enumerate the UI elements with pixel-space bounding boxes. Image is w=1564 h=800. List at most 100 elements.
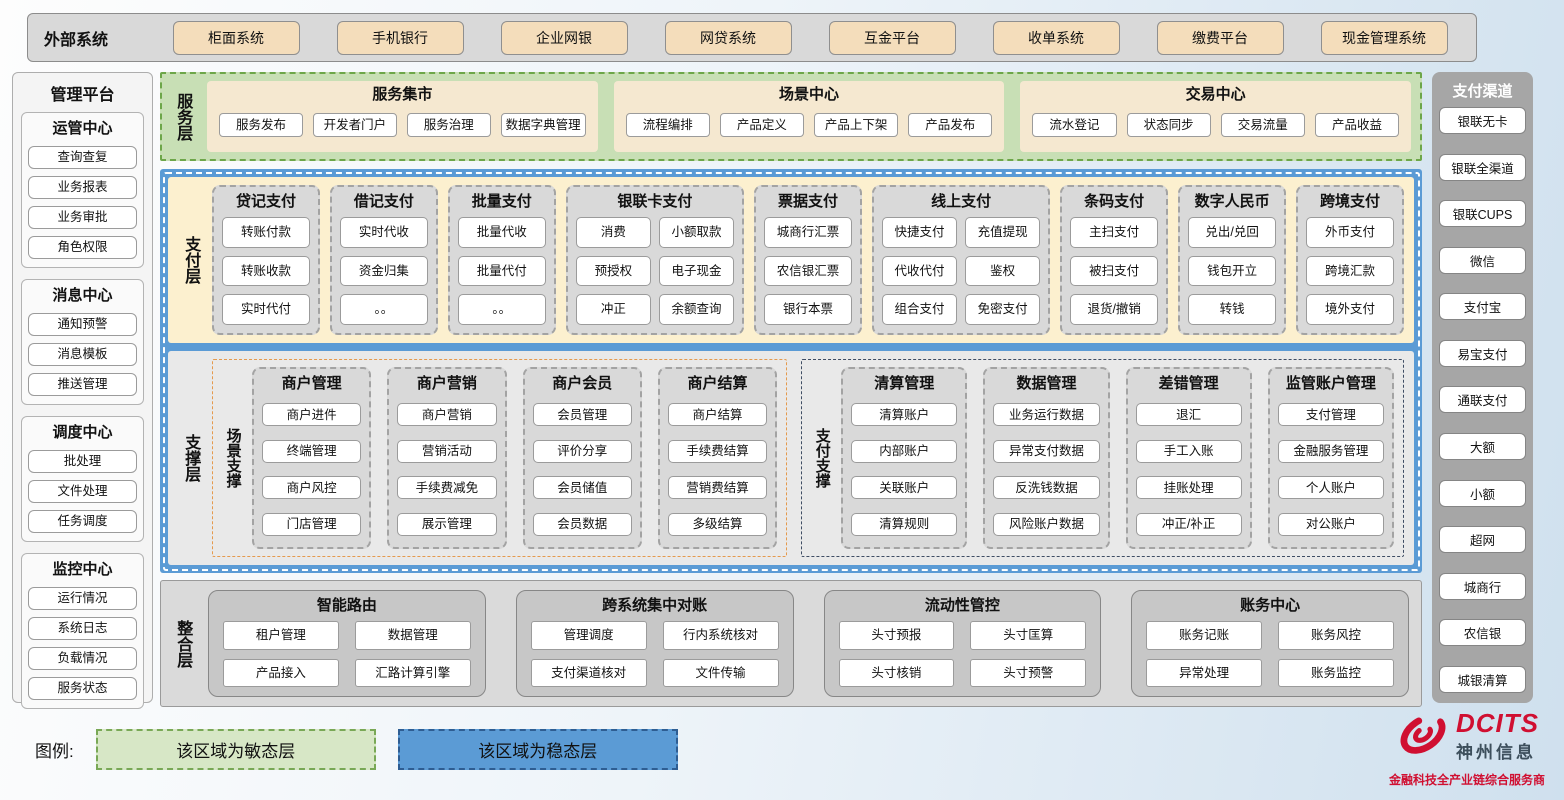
support-module-node: 支付管理 — [1277, 403, 1384, 427]
management-platform-title: 管理平台 — [50, 87, 115, 104]
management-module-node: 服务状态 — [28, 677, 137, 700]
integration-group-items: 账务记账账务风控异常处理账务监控 — [1146, 621, 1394, 687]
integration-module-node: 账务风控 — [1278, 621, 1394, 650]
support-module-node: 商户结算 — [667, 403, 768, 427]
payment-module-node: 主扫支付 — [1070, 217, 1159, 248]
support-group-items: 商户营销营销活动手续费减免展示管理 — [397, 400, 497, 539]
support-module-node: 异常支付数据 — [993, 439, 1100, 463]
management-section: 调度中心 批处理文件处理任务调度 — [21, 416, 144, 542]
payment-module-node: 转账收款 — [222, 255, 310, 287]
service-module-node: 产品收益 — [1314, 113, 1400, 137]
external-system-node: 手机银行 — [336, 20, 464, 55]
payment-module-node: 被扫支付 — [1070, 255, 1159, 287]
integration-group: 账务中心 账务记账账务风控异常处理账务监控 — [1131, 590, 1409, 697]
legend-stable-chip: 该区域为稳态层 — [397, 729, 678, 770]
support-module-node: 门店管理 — [262, 512, 362, 536]
external-system-node: 收单系统 — [992, 20, 1120, 55]
service-module-node: 状态同步 — [1126, 113, 1211, 137]
support-module-node: 退汇 — [1135, 403, 1242, 427]
integration-module-node: 管理调度 — [530, 621, 647, 650]
management-module-node: 业务报表 — [28, 176, 137, 199]
payment-group-items: 快捷支付充值提现代收代付鉴权组合支付免密支付 — [881, 217, 1041, 325]
payment-group-items: 外币支付跨境汇款境外支付 — [1306, 217, 1394, 325]
integration-group-title: 智能路由 — [316, 597, 377, 614]
legend: 图例: 该区域为敏态层 该区域为稳态层 — [35, 729, 678, 770]
payment-layer: 支付层 贷记支付 转账付款转账收款实时代付 借记支付 实时代收资金归集。。 批量… — [168, 177, 1414, 343]
payment-group-title: 银联卡支付 — [617, 193, 693, 210]
external-system-node: 柜面系统 — [172, 20, 300, 55]
management-platform-panel: 管理平台 运管中心 查询查复业务报表业务审批角色权限 消息中心 通知预警消息模板… — [12, 72, 153, 709]
support-module-node: 对公账户 — [1277, 512, 1384, 536]
payment-group-title: 跨境支付 — [1320, 193, 1381, 210]
service-group-title: 交易中心 — [1185, 86, 1246, 103]
management-section: 监控中心 运行情况系统日志负载情况服务状态 — [21, 553, 144, 709]
support-module-node: 手续费减免 — [397, 476, 497, 500]
payment-group-title: 借记支付 — [353, 193, 414, 210]
payment-module-node: 鉴权 — [965, 255, 1041, 287]
stable-layer-box: 支付层 贷记支付 转账付款转账收款实时代付 借记支付 实时代收资金归集。。 批量… — [160, 169, 1422, 573]
support-group-title: 差错管理 — [1158, 375, 1219, 392]
support-group-items: 商户进件终端管理商户风控门店管理 — [262, 400, 362, 539]
payment-module-node: 。。 — [457, 294, 546, 325]
service-module-node: 开发者门户 — [312, 113, 397, 137]
support-section-label: 支付支撑 — [813, 428, 831, 488]
payment-group-title: 批量支付 — [471, 193, 532, 210]
payment-module-node: 冲正 — [575, 294, 651, 325]
payment-module-node: 外币支付 — [1306, 217, 1394, 248]
payment-module-node: 批量代收 — [457, 217, 546, 248]
support-group-items: 清算账户内部账户关联账户清算规则 — [851, 400, 958, 539]
integration-group: 流动性管控 头寸预报头寸匡算头寸核销头寸预警 — [823, 590, 1102, 697]
payment-channel-node: 支付宝 — [1439, 293, 1526, 321]
payment-channel-node: 超网 — [1439, 526, 1526, 554]
integration-group-items: 头寸预报头寸匡算头寸核销头寸预警 — [838, 621, 1087, 687]
integration-module-node: 数据管理 — [354, 621, 471, 650]
payment-group-items: 实时代收资金归集。。 — [339, 217, 428, 325]
support-module-node: 终端管理 — [262, 439, 362, 463]
integration-module-node: 汇路计算引擎 — [354, 658, 471, 687]
management-section-title: 消息中心 — [52, 287, 113, 304]
support-group: 监管账户管理 支付管理金融服务管理个人账户对公账户 — [1267, 367, 1394, 549]
support-group-items: 会员管理评价分享会员储值会员数据 — [532, 400, 632, 539]
payment-group-items: 城商行汇票农信银汇票银行本票 — [764, 217, 852, 325]
support-group-title: 数据管理 — [1016, 375, 1077, 392]
support-group-title: 商户营销 — [416, 375, 477, 392]
support-module-node: 内部账户 — [851, 439, 958, 463]
support-module-node: 个人账户 — [1277, 476, 1384, 500]
service-module-node: 流程编排 — [625, 113, 710, 137]
support-section-groups: 商户管理 商户进件终端管理商户风控门店管理 商户营销 商户营销营销活动手续费减免… — [252, 367, 778, 549]
service-group-items: 服务发布开发者门户服务治理数据字典管理 — [219, 104, 586, 146]
support-module-node: 商户进件 — [262, 403, 362, 427]
payment-channels-title: 支付渠道 — [1452, 83, 1513, 100]
management-section-items: 批处理文件处理任务调度 — [28, 450, 137, 533]
support-group: 差错管理 退汇手工入账挂账处理冲正/补正 — [1125, 367, 1252, 549]
support-group-title: 商户管理 — [281, 375, 342, 392]
main-diagram-area: 服务层 服务集市 服务发布开发者门户服务治理数据字典管理 场景中心 流程编排产品… — [160, 72, 1422, 707]
integration-group: 跨系统集中对账 管理调度行内系统核对支付渠道核对文件传输 — [515, 590, 794, 697]
payment-layer-label: 支付层 — [182, 236, 200, 284]
dcits-tagline: 金融科技全产业链综合服务商 — [1388, 773, 1545, 787]
support-layer: 支撑层 场景支撑 商户管理 商户进件终端管理商户风控门店管理 商户营销 — [168, 351, 1414, 565]
payment-channel-node: 农信银 — [1439, 619, 1526, 647]
dcits-brand-name: DCITS — [1456, 708, 1539, 738]
payment-channel-node: 城银清算 — [1439, 665, 1526, 693]
payment-module-node: 实时代付 — [222, 294, 310, 325]
payment-module-node: 消费 — [575, 217, 651, 248]
external-system-node: 缴费平台 — [1156, 20, 1284, 55]
support-module-node: 风险账户数据 — [993, 512, 1100, 536]
payment-channel-node: 通联支付 — [1439, 386, 1526, 414]
payment-channel-node: 微信 — [1439, 246, 1526, 274]
support-module-node: 清算规则 — [851, 512, 958, 536]
external-system-node: 企业网银 — [500, 20, 628, 55]
management-module-node: 业务审批 — [28, 206, 137, 229]
payment-module-node: 退货/撤销 — [1070, 294, 1159, 325]
payment-group: 数字人民币 兑出/兑回钱包开立转钱 — [1178, 185, 1287, 335]
dcits-company-name: 神州信息 — [1456, 743, 1536, 762]
integration-module-node: 异常处理 — [1146, 658, 1263, 687]
service-module-node: 产品定义 — [719, 113, 805, 137]
payment-module-node: 快捷支付 — [881, 217, 958, 248]
payment-module-node: 转钱 — [1188, 294, 1277, 325]
payment-module-node: 免密支付 — [965, 294, 1041, 325]
external-system-node: 现金管理系统 — [1320, 20, 1448, 55]
